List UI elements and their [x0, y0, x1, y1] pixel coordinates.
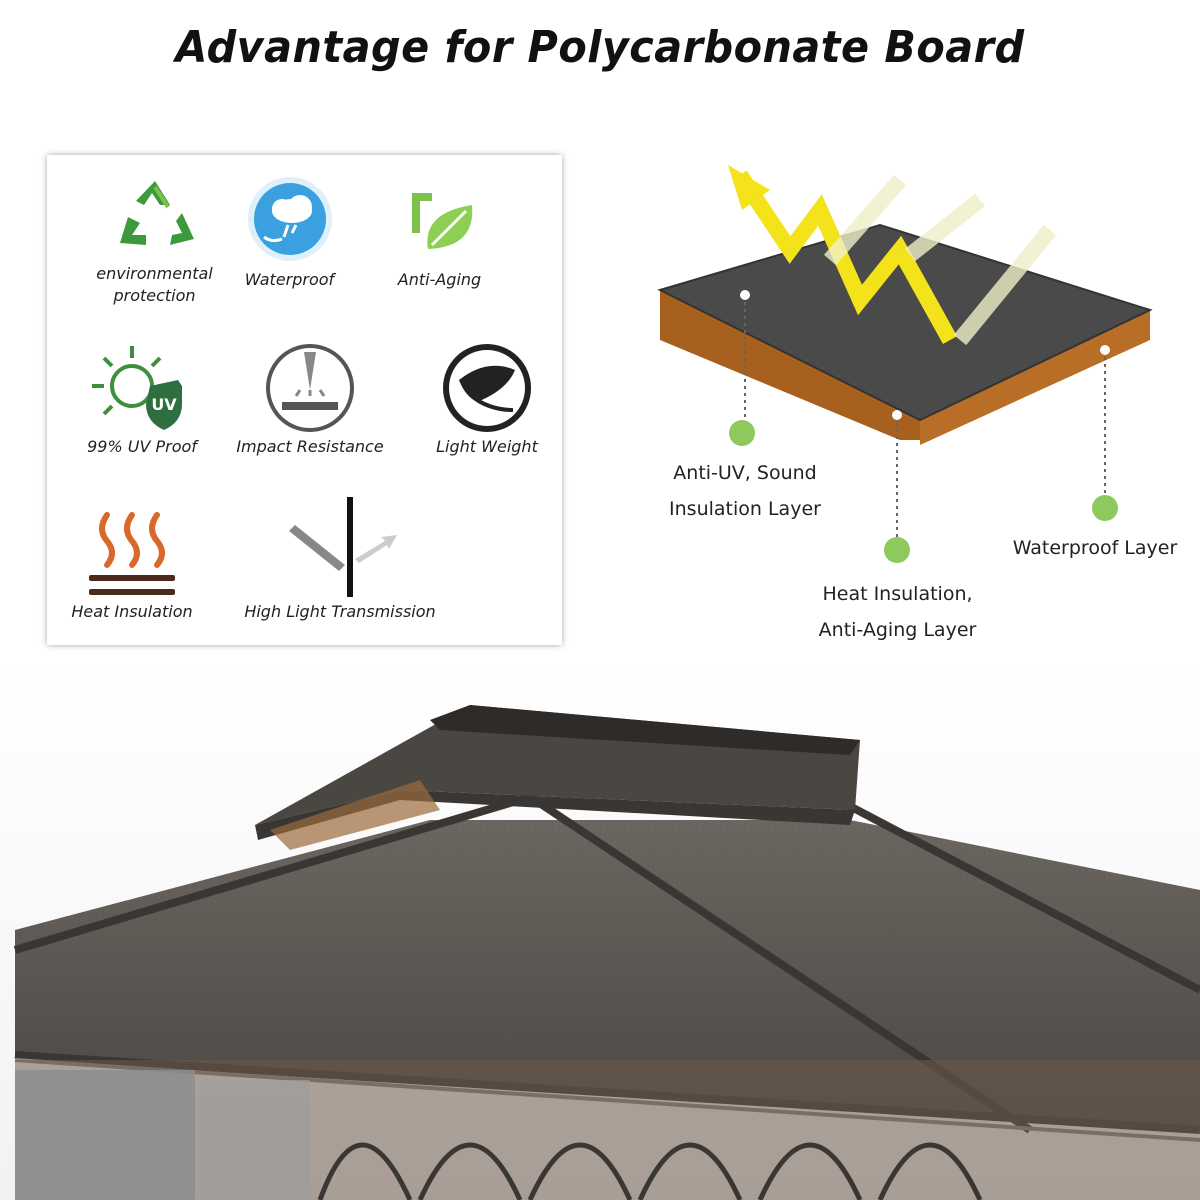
layer-dot-anti-uv [729, 420, 755, 446]
board-top-face [657, 223, 1153, 422]
feature-label: Waterproof [244, 270, 335, 289]
feature-impact-resistance: Impact Resistance [225, 340, 395, 458]
board-right-face [920, 310, 1150, 445]
curtain-left [15, 1070, 195, 1200]
leaf-icon [411, 193, 472, 249]
feature-label: Light Weight [436, 437, 538, 456]
feature-waterproof: Waterproof [227, 173, 352, 291]
light-arrows [728, 165, 1057, 346]
svg-text:UV: UV [151, 395, 177, 414]
layer-label-waterproof: Waterproof Layer [1012, 537, 1178, 559]
heat-icon [89, 512, 175, 595]
impact-icon [266, 344, 354, 432]
feature-label: High Light Transmission [244, 602, 436, 621]
waterproof-icon [247, 177, 332, 261]
recycle-icon [119, 181, 194, 245]
board-layers-illustration [657, 165, 1153, 563]
feature-high-light-transmission: High Light Transmission [225, 495, 455, 623]
gazebo-roof-illustration [0, 660, 1200, 1200]
feature-light-weight: Light Weight [422, 340, 552, 458]
feature-label: environmental protection [96, 264, 213, 305]
page-title: Advantage for Polycarbonate Board [175, 22, 1025, 73]
feature-uv-proof: UV 99% UV Proof [67, 340, 217, 458]
uv-shield-icon: UV [92, 346, 182, 430]
layer-label-heat: Heat Insulation, Anti-Aging Layer [818, 583, 977, 641]
feather-icon [443, 344, 531, 432]
feature-label: Heat Insulation [71, 602, 193, 621]
feature-label: 99% UV Proof [87, 437, 197, 456]
feature-label: Anti-Aging [397, 270, 482, 289]
feature-environmental-protection: environmental protection [67, 173, 242, 307]
layer-dot-heat [884, 537, 910, 563]
layer-label-anti-uv: Anti-UV, Sound Insulation Layer [669, 462, 821, 520]
feature-label: Impact Resistance [236, 437, 384, 456]
feature-heat-insulation: Heat Insulation [57, 505, 207, 623]
feature-card: environmental protection Waterproof Anti… [47, 155, 562, 645]
feature-anti-aging: Anti-Aging [377, 173, 502, 291]
layer-dot-waterproof [1092, 495, 1118, 521]
light-transmission-icon [289, 497, 397, 597]
